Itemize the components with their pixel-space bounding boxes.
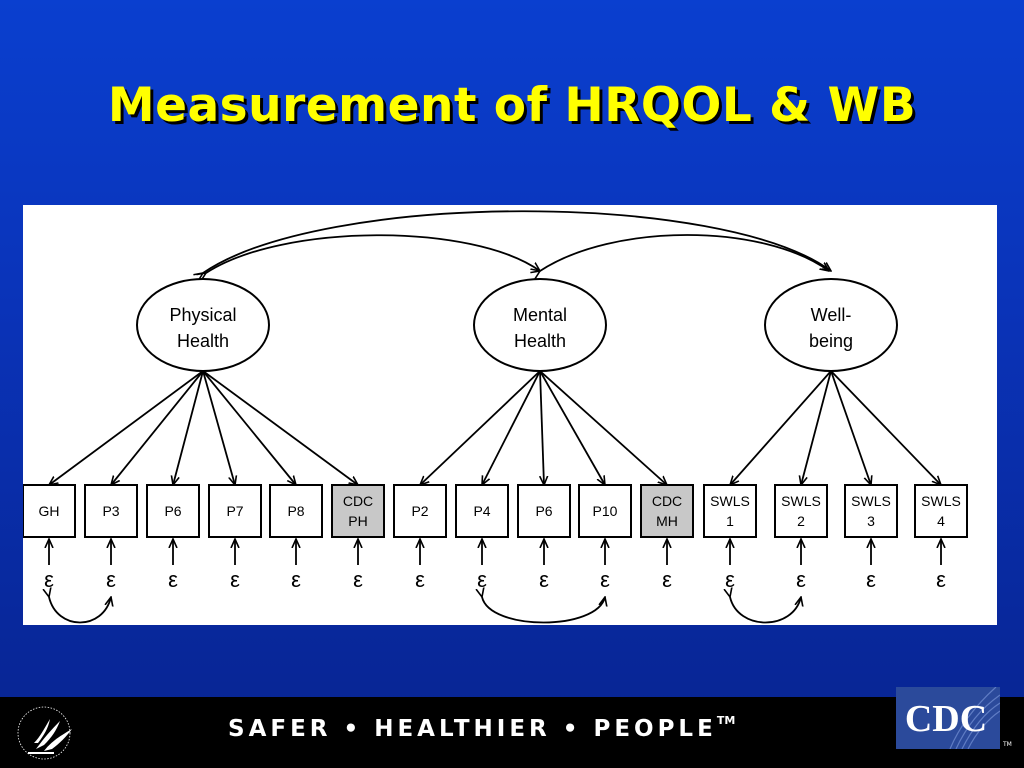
indicator-box [517,484,571,538]
latent-label-line1: Mental [513,305,567,325]
error-term-symbol: ε [477,567,487,592]
loading-arrow [539,370,667,485]
loading-arrow [540,370,544,485]
error-term-symbol: ε [725,567,735,592]
loading-arrow [801,370,832,485]
indicator-label-line1: SWLS [710,493,750,509]
indicator-label-line1: SWLS [781,493,821,509]
indicator-label: P10 [593,503,618,519]
indicator-label: P8 [287,503,304,519]
footer-tagline: SAFER • HEALTHIER • PEOPLETM [228,714,736,742]
latent-label-line2: being [809,331,853,351]
indicator-label: P7 [226,503,243,519]
indicator-box [914,484,968,538]
indicator-label-line2: 3 [867,513,875,529]
error-term-symbol: ε [539,567,549,592]
indicator-box [23,484,76,538]
indicator-label-line2: MH [656,513,678,529]
latent-label-line1: Physical [169,305,236,325]
loading-arrow [482,370,541,485]
loading-arrow [111,370,204,485]
latent-label-line2: Health [177,331,229,351]
indicator-label-line1: CDC [343,493,373,509]
indicator-box [455,484,509,538]
indicator-label-line2: 2 [797,513,805,529]
indicator-box [844,484,898,538]
indicator-box [331,484,385,538]
indicator-label: P6 [535,503,552,519]
error-term-symbol: ε [106,567,116,592]
cdc-logo-text: CDC [905,698,987,740]
indicator-box [774,484,828,538]
indicator-label: P3 [102,503,119,519]
indicator-label: P4 [473,503,490,519]
error-term-symbol: ε [291,567,301,592]
indicator-box [640,484,694,538]
cdc-logo: CDC [896,687,1000,749]
indicator-box [393,484,447,538]
tagline-tm: TM [716,714,736,727]
indicator-label: P6 [164,503,181,519]
indicator-box [146,484,200,538]
indicator-box [84,484,138,538]
loading-arrow [202,370,296,485]
error-term-symbol: ε [796,567,806,592]
loading-arrow [830,370,871,485]
loading-arrow [202,370,358,485]
loading-arrow [173,370,204,485]
indicator-label-line2: PH [348,513,367,529]
factor-covariance-arc [206,234,540,273]
indicator-label: GH [39,503,60,519]
error-term-symbol: ε [866,567,876,592]
error-covariance-arc [482,597,605,624]
tagline-text: SAFER • HEALTHIER • PEOPLE [228,716,717,742]
cdc-tm: TM [1003,741,1012,748]
indicator-box [703,484,757,538]
slide-title: Measurement of HRQOL & WB [107,78,917,133]
error-term-symbol: ε [353,567,363,592]
footer-bar [0,697,1024,768]
latent-factor-mh [473,278,607,372]
diagram-paths [49,210,941,624]
error-term-symbol: ε [662,567,672,592]
indicator-label: P2 [411,503,428,519]
loading-arrow [730,370,832,485]
factor-covariance-arc [203,210,831,273]
latent-factor-wb [764,278,898,372]
loading-arrow [830,370,941,485]
latent-label-line2: Health [514,331,566,351]
indicator-label-line1: SWLS [851,493,891,509]
loading-arrow [539,370,605,485]
indicator-label-line1: SWLS [921,493,961,509]
error-term-symbol: ε [230,567,240,592]
indicator-box [208,484,262,538]
indicator-box [269,484,323,538]
loading-arrow [202,370,235,485]
indicator-label-line2: 1 [726,513,734,529]
error-term-symbol: ε [44,567,54,592]
latent-factor-ph [136,278,270,372]
error-covariance-arc [49,597,111,624]
error-term-symbol: ε [415,567,425,592]
error-covariance-arc [730,597,801,624]
latent-label-line1: Well- [811,305,852,325]
error-term-symbol: ε [936,567,946,592]
indicator-box [578,484,632,538]
error-term-symbol: ε [600,567,610,592]
indicator-label-line1: CDC [652,493,682,509]
loading-arrow [49,370,204,485]
hhs-seal-icon [17,706,72,760]
loading-arrow [420,370,541,485]
factor-covariance-arc [540,234,829,271]
error-term-symbol: ε [168,567,178,592]
indicator-label-line2: 4 [937,513,945,529]
